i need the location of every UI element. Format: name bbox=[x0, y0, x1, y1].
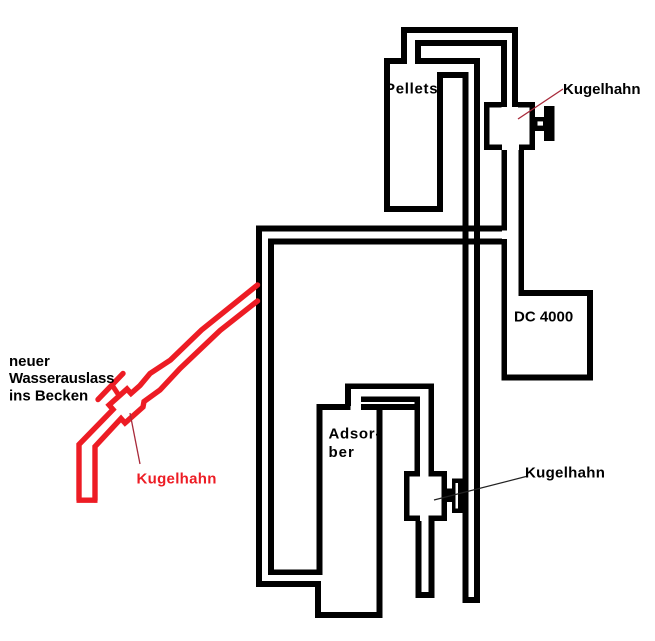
svg-text:ins Becken: ins Becken bbox=[9, 387, 88, 404]
svg-text:ber: ber bbox=[329, 444, 355, 461]
svg-text:Wasserauslass: Wasserauslass bbox=[9, 370, 114, 387]
svg-text:Kugelhahn: Kugelhahn bbox=[137, 470, 217, 487]
svg-text:Pellets: Pellets bbox=[385, 81, 438, 98]
svg-text:DC 4000: DC 4000 bbox=[514, 309, 573, 326]
svg-text:neuer: neuer bbox=[9, 353, 50, 370]
svg-text:Kugelhahn: Kugelhahn bbox=[525, 464, 605, 481]
svg-text:Adsor-: Adsor- bbox=[329, 426, 382, 443]
svg-text:Kugelhahn: Kugelhahn bbox=[563, 81, 641, 98]
